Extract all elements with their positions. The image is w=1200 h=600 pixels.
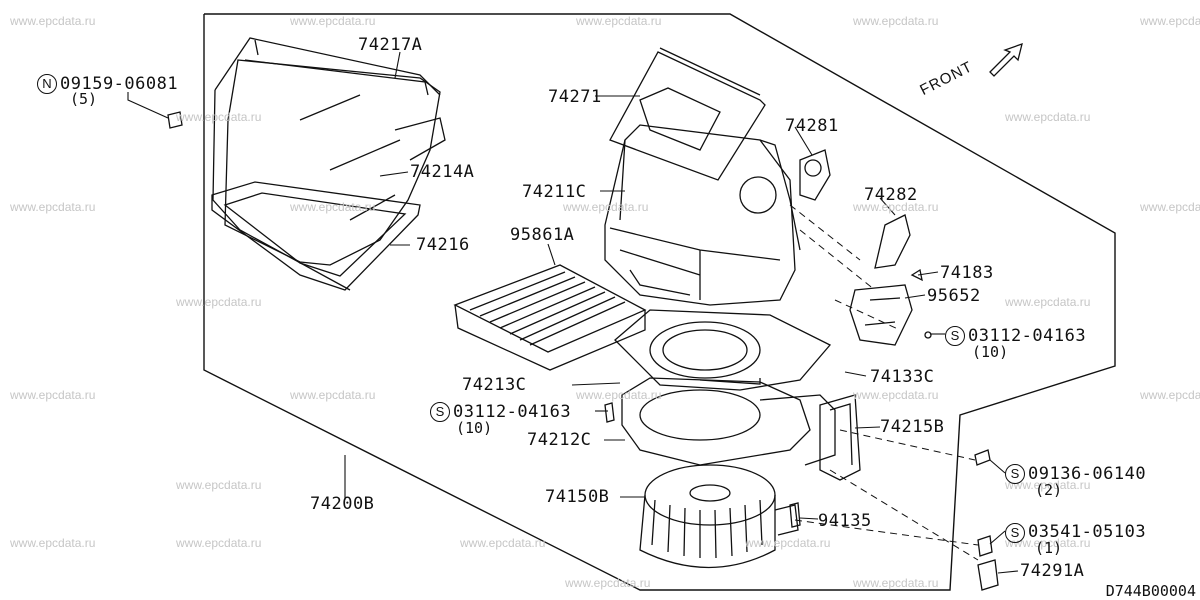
part-number-74150B[interactable]: 74150B bbox=[545, 487, 610, 507]
watermark: www.epcdata.ru bbox=[176, 110, 262, 124]
cover-part bbox=[609, 47, 766, 181]
watermark: www.epcdata.ru bbox=[290, 388, 376, 402]
watermark: www.epcdata.ru bbox=[563, 200, 649, 214]
fastener-quantity: (10) bbox=[456, 419, 493, 437]
part-number-74216[interactable]: 74216 bbox=[416, 235, 470, 255]
watermark: www.epcdata.ru bbox=[576, 388, 662, 402]
watermark: www.epcdata.ru bbox=[1005, 110, 1091, 124]
watermark: www.epcdata.ru bbox=[1140, 200, 1200, 214]
bracket-part bbox=[819, 394, 861, 481]
fastener-quantity: (5) bbox=[70, 90, 98, 108]
watermark: www.epcdata.ru bbox=[565, 576, 651, 590]
part-number-95652[interactable]: 95652 bbox=[927, 286, 981, 306]
fastener-code[interactable]: 09136-06140 bbox=[1028, 464, 1147, 484]
part-number-74133C[interactable]: 74133C bbox=[870, 367, 935, 387]
part-number-74211C[interactable]: 74211C bbox=[522, 182, 587, 202]
part-number-95861A[interactable]: 95861A bbox=[510, 225, 575, 245]
assembly-dash-lines bbox=[789, 204, 979, 561]
watermark: www.epcdata.ru bbox=[10, 200, 96, 214]
watermark: www.epcdata.ru bbox=[1005, 536, 1091, 550]
upper-case-part bbox=[614, 309, 832, 391]
actuator-parts bbox=[799, 149, 932, 346]
diagram-code: D744B00004 bbox=[1105, 582, 1196, 600]
filter-frame-part bbox=[211, 181, 421, 291]
watermark: www.epcdata.ru bbox=[853, 14, 939, 28]
unit-housing-part bbox=[604, 124, 801, 306]
watermark: www.epcdata.ru bbox=[460, 536, 546, 550]
watermark: www.epcdata.ru bbox=[853, 388, 939, 402]
fastener-quantity: (10) bbox=[972, 343, 1009, 361]
part-number-74183[interactable]: 74183 bbox=[940, 263, 994, 283]
fastener-quantity: (2) bbox=[1035, 481, 1063, 499]
watermark: www.epcdata.ru bbox=[576, 14, 662, 28]
part-number-74200B[interactable]: 74200B bbox=[310, 494, 375, 514]
watermark: www.epcdata.ru bbox=[10, 388, 96, 402]
blower-motor-part bbox=[639, 464, 799, 569]
leader-lines bbox=[127, 51, 1019, 574]
nut-symbol-icon: N bbox=[37, 74, 57, 94]
fastener-code[interactable]: 03112-04163 bbox=[453, 402, 572, 422]
part-number-74214A[interactable]: 74214A bbox=[410, 162, 475, 182]
screw-symbol-icon: S bbox=[430, 402, 450, 422]
watermark: www.epcdata.ru bbox=[853, 576, 939, 590]
watermark: www.epcdata.ru bbox=[10, 14, 96, 28]
part-number-74281[interactable]: 74281 bbox=[785, 116, 839, 136]
part-number-74271[interactable]: 74271 bbox=[548, 87, 602, 107]
watermark: www.epcdata.ru bbox=[1005, 478, 1091, 492]
watermark: www.epcdata.ru bbox=[290, 14, 376, 28]
watermark: www.epcdata.ru bbox=[176, 295, 262, 309]
watermark: www.epcdata.ru bbox=[1140, 388, 1200, 402]
part-number-74282[interactable]: 74282 bbox=[864, 185, 918, 205]
part-number-74291A[interactable]: 74291A bbox=[1020, 561, 1085, 581]
part-number-74215B[interactable]: 74215B bbox=[880, 417, 945, 437]
watermark: www.epcdata.ru bbox=[290, 200, 376, 214]
front-arrow-icon bbox=[989, 42, 1023, 77]
cabin-filter-part bbox=[453, 264, 647, 371]
watermark: www.epcdata.ru bbox=[176, 536, 262, 550]
watermark: www.epcdata.ru bbox=[853, 200, 939, 214]
part-number-74212C[interactable]: 74212C bbox=[527, 430, 592, 450]
screw-symbol-icon: S bbox=[945, 326, 965, 346]
intake-box-part bbox=[212, 37, 446, 291]
part-number-74217A[interactable]: 74217A bbox=[358, 35, 423, 55]
fastener-code[interactable]: 03112-04163 bbox=[968, 326, 1087, 346]
part-number-74213C[interactable]: 74213C bbox=[462, 375, 527, 395]
fastener-quantity: (1) bbox=[1035, 539, 1063, 557]
watermark: www.epcdata.ru bbox=[1140, 14, 1200, 28]
fastener-code[interactable]: 03541-05103 bbox=[1028, 522, 1147, 542]
watermark: www.epcdata.ru bbox=[10, 536, 96, 550]
assembly-outline bbox=[203, 13, 1116, 591]
screw-symbol-icon: S bbox=[1005, 523, 1025, 543]
watermark: www.epcdata.ru bbox=[1005, 295, 1091, 309]
part-number-94135[interactable]: 94135 bbox=[818, 511, 872, 531]
lower-case-part bbox=[621, 377, 836, 466]
watermark: www.epcdata.ru bbox=[745, 536, 831, 550]
screw-symbol-icon: S bbox=[1005, 464, 1025, 484]
fastener-code[interactable]: 09159-06081 bbox=[60, 74, 179, 94]
watermark: www.epcdata.ru bbox=[176, 478, 262, 492]
